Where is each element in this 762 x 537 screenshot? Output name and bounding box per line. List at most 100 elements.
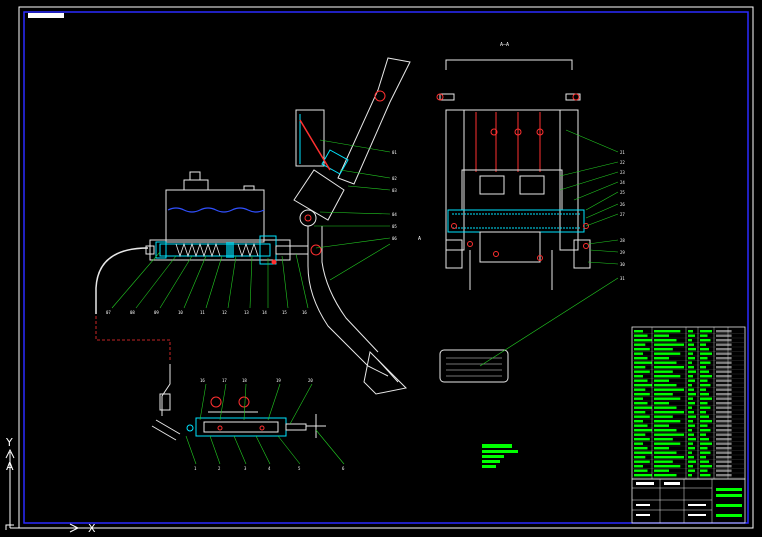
svg-text:08: 08 <box>130 310 135 315</box>
table-cell <box>700 469 708 472</box>
table-cell <box>688 375 693 378</box>
table-cell <box>688 384 692 387</box>
table-cell <box>634 465 643 468</box>
svg-text:29: 29 <box>620 250 625 255</box>
table-cell <box>716 469 732 472</box>
table-cell <box>716 370 732 373</box>
table-cell <box>700 442 712 445</box>
svg-text:02: 02 <box>392 176 397 181</box>
leader-lines-side <box>479 129 619 367</box>
table-cell <box>634 402 648 405</box>
table-cell <box>700 330 712 333</box>
table-cell <box>654 388 684 391</box>
table-cell <box>700 406 711 409</box>
table-cell <box>716 433 732 436</box>
table-cell <box>634 375 643 378</box>
table-cell <box>716 402 732 405</box>
table-cell <box>654 352 681 355</box>
table-cell <box>716 411 732 414</box>
table-cell <box>716 334 732 337</box>
table-cell <box>688 429 692 432</box>
hydraulic-line-dashed <box>95 316 171 362</box>
table-cell <box>700 429 711 432</box>
table-cell <box>688 348 696 351</box>
brake-pedal-arm <box>293 57 411 377</box>
ucs-axis-icon <box>5 448 80 533</box>
table-cell <box>634 420 643 423</box>
table-cell <box>716 366 732 369</box>
svg-text:21: 21 <box>620 150 625 155</box>
svg-text:24: 24 <box>620 180 625 185</box>
table-cell <box>700 415 709 418</box>
table-cell <box>634 366 646 369</box>
brake-line <box>95 247 149 314</box>
table-cell <box>634 393 650 396</box>
table-cell <box>700 433 706 436</box>
table-cell <box>716 393 732 396</box>
callout-labels-side: 21 22 23 24 25 26 27 28 29 30 31 <box>620 150 625 281</box>
table-cell <box>654 406 677 409</box>
table-cell <box>700 379 708 382</box>
svg-text:1: 1 <box>194 466 197 471</box>
table-cell <box>700 339 711 342</box>
table-cell <box>634 397 643 400</box>
table-cell <box>716 447 732 450</box>
table-cell <box>700 451 711 454</box>
table-cell <box>716 438 732 441</box>
table-cell <box>654 348 673 351</box>
svg-text:27: 27 <box>620 212 625 217</box>
table-cell <box>716 397 732 400</box>
table-cell <box>716 429 732 432</box>
table-cell <box>688 433 694 436</box>
table-cell <box>716 442 732 445</box>
table-cell <box>654 357 669 360</box>
svg-text:31: 31 <box>620 276 625 281</box>
table-cell <box>634 348 650 351</box>
table-cell <box>634 447 648 450</box>
table-cell <box>716 474 732 477</box>
table-cell <box>700 375 712 378</box>
table-cell <box>634 370 650 373</box>
table-cell <box>634 438 650 441</box>
table-cell <box>634 424 648 427</box>
table-cell <box>654 420 681 423</box>
table-cell <box>654 415 673 418</box>
table-cell <box>634 388 646 391</box>
table-cell <box>634 357 648 360</box>
table-cell <box>700 366 706 369</box>
table-cell <box>716 361 732 364</box>
table-cell <box>654 465 681 468</box>
leader-lines-main <box>111 139 391 309</box>
svg-text:16: 16 <box>302 310 307 315</box>
table-cell <box>654 451 677 454</box>
svg-text:4: 4 <box>268 466 271 471</box>
table-cell <box>688 379 695 382</box>
table-cell <box>688 474 692 477</box>
table-cell <box>700 447 708 450</box>
table-cell <box>634 451 652 454</box>
table-cell <box>700 388 706 391</box>
table-cell <box>688 388 694 391</box>
svg-text:20: 20 <box>308 378 313 383</box>
table-cell <box>634 415 650 418</box>
table-cell <box>700 361 711 364</box>
table-cell <box>654 456 684 459</box>
table-cell <box>688 460 696 463</box>
wheel-cylinder-detail <box>151 364 326 441</box>
table-cell <box>716 384 732 387</box>
table-cell <box>654 397 681 400</box>
table-cell <box>688 357 695 360</box>
table-cell <box>654 447 669 450</box>
reservoir <box>165 171 265 243</box>
table-cell <box>700 420 712 423</box>
table-cell <box>634 339 652 342</box>
svg-text:5: 5 <box>298 466 301 471</box>
table-cell <box>654 370 673 373</box>
svg-text:07: 07 <box>106 310 111 315</box>
svg-text:06: 06 <box>392 236 397 241</box>
svg-text:01: 01 <box>392 150 397 155</box>
table-cell <box>716 330 732 333</box>
title-block <box>631 478 746 524</box>
table-cell <box>654 384 677 387</box>
